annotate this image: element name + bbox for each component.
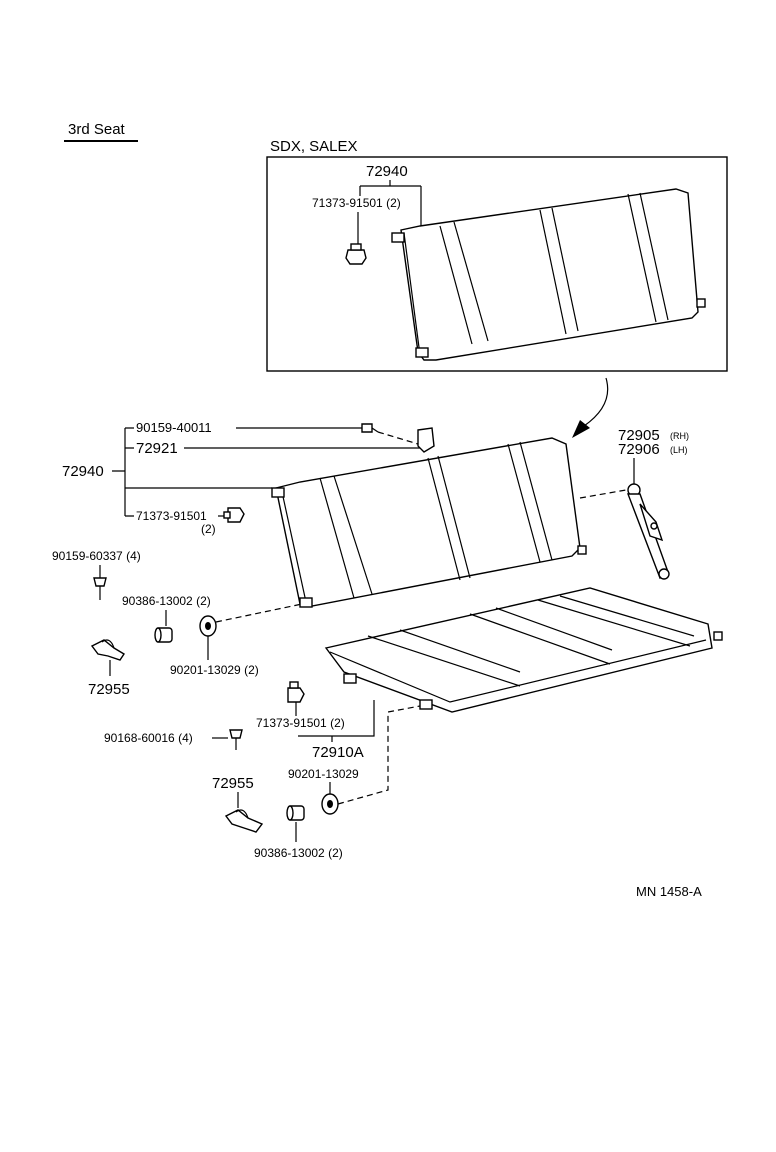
inset-clip-label: 71373-91501 (2) — [312, 196, 401, 210]
lower-bracket-label: 72955 — [212, 775, 254, 792]
cushion-clip-label: 71373-91501 (2) — [256, 716, 345, 730]
inset-title: SDX, SALEX — [270, 138, 358, 155]
inset-seatback-drawing — [391, 188, 706, 361]
cushion-drawing — [324, 587, 723, 713]
cushion-clip-icon — [287, 681, 305, 703]
bolt-label: 90159-60337 (4) — [52, 549, 141, 563]
backrest-hinge-cover-label: 72921 — [136, 440, 178, 457]
backrest-drawing — [271, 427, 587, 608]
upper-bracket-label: 72955 — [88, 681, 130, 698]
hinge-dashed-path — [579, 489, 627, 499]
upper-washer-icon — [199, 615, 217, 637]
hinge-drawing — [626, 483, 670, 580]
lower-collar-icon — [286, 805, 305, 821]
hinge-lh-side: (LH) — [670, 445, 688, 455]
upper-collar-label: 90386-13002 (2) — [122, 594, 211, 608]
backrest-clip-label: 71373-91501 — [136, 509, 207, 523]
cushion-assembly-leader — [298, 700, 375, 742]
backrest-screw-icon — [361, 423, 379, 433]
upper-washer-dashed-path — [215, 603, 303, 623]
cushion-screw-icon — [229, 729, 243, 750]
hinge-rh-number: 72905 — [618, 427, 660, 444]
lower-bracket-icon — [224, 809, 264, 833]
hinge-lh-number: 72906 — [618, 441, 660, 458]
hinge-rh-side: (RH) — [670, 431, 689, 441]
section-title: 3rd Seat — [68, 121, 126, 138]
backrest-assembly-label: 72940 — [62, 463, 104, 480]
lower-washer-dashed-path — [337, 705, 421, 805]
inset-clip-icon — [345, 243, 367, 265]
backrest-screw-dashed-path — [377, 431, 419, 445]
upper-washer-label: 90201-13029 (2) — [170, 663, 259, 677]
backrest-assembly-leader — [112, 427, 272, 517]
lower-washer-label: 90201-13029 — [288, 767, 359, 781]
inset-reference-arrow — [572, 377, 609, 438]
backrest-clip-qty: (2) — [201, 522, 216, 536]
upper-collar-icon — [154, 627, 173, 643]
diagram-reference-code: MN 1458-A — [636, 884, 702, 899]
cushion-assembly-label: 72910A — [312, 744, 364, 761]
inset-frame — [266, 156, 728, 372]
lower-collar-label: 90386-13002 (2) — [254, 846, 343, 860]
inset-assembly-leader — [359, 180, 422, 232]
bolt-icon — [93, 577, 107, 600]
inset-assembly-label: 72940 — [366, 163, 408, 180]
upper-bracket-icon — [90, 639, 125, 661]
lower-washer-icon — [321, 793, 339, 815]
cushion-screw-label: 90168-60016 (4) — [104, 731, 193, 745]
inset-panel: SDX, SALEX 72940 71373-91501 (2) — [266, 138, 728, 372]
backrest-clip-icon — [223, 507, 245, 523]
backrest-screw-label: 90159-40011 — [136, 420, 212, 435]
